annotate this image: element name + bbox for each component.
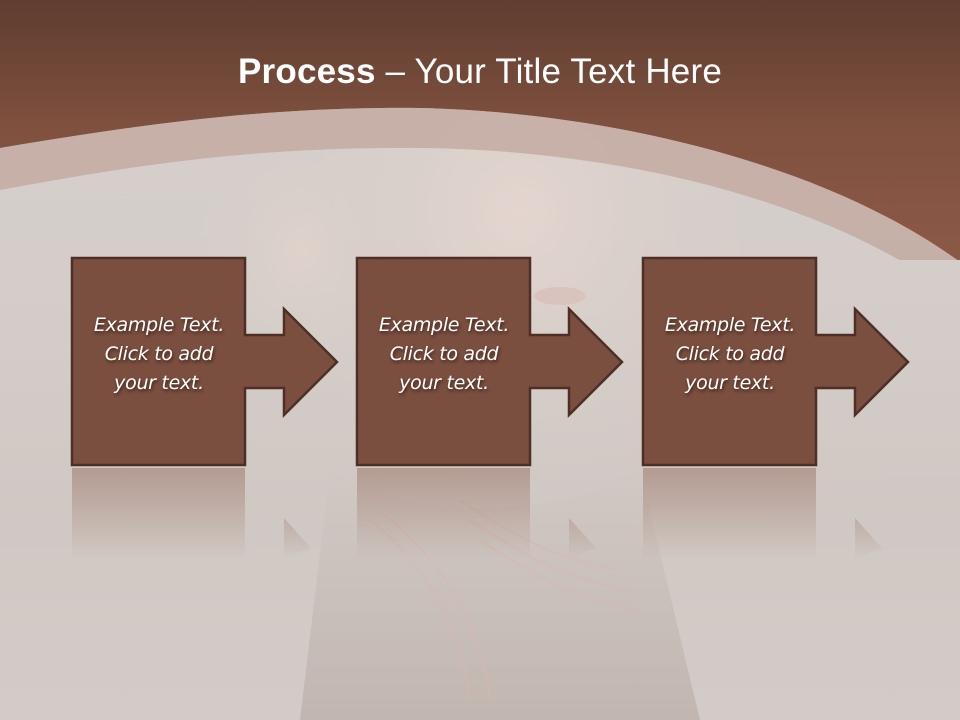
step-text[interactable]: Example Text. Click to add your text. [642,311,818,398]
step-text-line: Click to add [675,343,785,365]
title-rest: – Your Title Text Here [375,52,722,91]
step-text-line: Click to add [389,343,499,365]
step-text[interactable]: Example Text. Click to add your text. [71,311,247,398]
step-text-line: your text. [685,372,775,394]
slide-title[interactable]: Process – Your Title Text Here [0,52,960,92]
step-text-line: Example Text. [93,314,225,336]
step-text[interactable]: Example Text. Click to add your text. [356,311,532,398]
step-3-reflection [643,468,882,558]
box-arrow-shape [355,256,624,467]
step-text-line: your text. [114,372,204,394]
box-arrow-shape [641,256,910,467]
step-text-line: Click to add [104,343,214,365]
step-text-line: your text. [399,372,489,394]
process-step-1[interactable]: Example Text. Click to add your text. [70,256,341,467]
step-text-line: Example Text. [378,314,510,336]
header-banner [0,0,960,260]
process-step-3[interactable]: Example Text. Click to add your text. [641,256,912,467]
step-1-reflection [72,468,311,558]
title-bold: Process [238,52,376,91]
step-text-line: Example Text. [664,314,796,336]
process-step-2[interactable]: Example Text. Click to add your text. [355,256,626,467]
step-2-reflection [357,468,596,558]
box-arrow-shape [70,256,339,467]
